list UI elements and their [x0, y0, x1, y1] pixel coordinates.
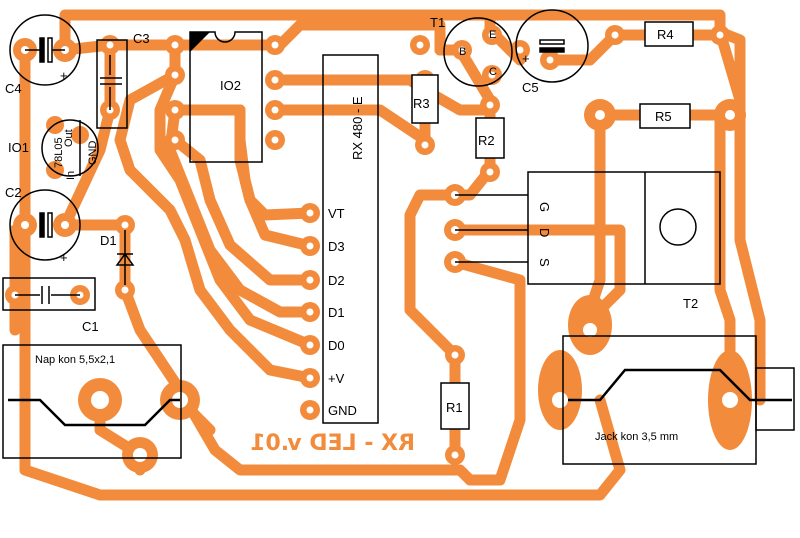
power-jack-label: Nap kon 5,5x2,1	[35, 354, 115, 366]
rx-pin-gnd: GND	[328, 403, 357, 418]
c1-label: C1	[82, 319, 99, 334]
labels: C4 C3 IO2 IO1 78L05 Out GND In C2 + + D1…	[5, 15, 698, 443]
rx-pin-labels: VT D3 D2 D1 D0 +V GND	[328, 206, 357, 418]
rx-pin-plus-v: +V	[328, 371, 345, 386]
rx-pin-d2: D2	[328, 273, 345, 288]
audio-jack-label: Jack kon 3,5 mm	[595, 431, 678, 443]
d1-label: D1	[100, 233, 117, 248]
rx-module-label: RX 480 - E	[350, 96, 365, 160]
reg-in-label: In	[65, 171, 77, 180]
rx-pin-d1: D1	[328, 305, 345, 320]
t1-c-label: C	[489, 66, 497, 78]
mosfet-s-label: S	[537, 258, 552, 267]
silkscreen	[2, 9, 795, 465]
r1-label: R1	[446, 400, 463, 415]
rx-pin-vt: VT	[328, 206, 345, 221]
mosfet-d-label: D	[537, 228, 552, 237]
rx-pin-d3: D3	[328, 239, 345, 254]
r3-label: R3	[413, 96, 430, 111]
reg-part-label: 78L05	[53, 137, 65, 168]
c2-label: C2	[5, 185, 22, 200]
t1-b-label: B	[459, 46, 466, 58]
board-title: RX - LED v.01	[250, 431, 415, 456]
c4-polarity: +	[60, 68, 68, 83]
r4-label: R4	[657, 27, 674, 42]
reg-out-label: Out	[63, 129, 75, 147]
c2-polarity: +	[60, 250, 68, 265]
t1-label: T1	[430, 15, 445, 30]
c3-label: C3	[133, 31, 150, 46]
reg-gnd-label: GND	[87, 141, 99, 166]
c4-label: C4	[5, 81, 22, 96]
rx-pin-d0: D0	[328, 338, 345, 353]
r2-label: R2	[478, 133, 495, 148]
c5-polarity: +	[522, 51, 530, 66]
t1-e-label: E	[489, 29, 496, 41]
mosfet-g-label: G	[537, 202, 552, 212]
c5-label: C5	[522, 80, 539, 95]
io1-label: IO1	[8, 140, 29, 155]
t2-label: T2	[683, 296, 698, 311]
r5-label: R5	[655, 109, 672, 124]
io2-label: IO2	[220, 78, 241, 93]
pad-holes	[11, 31, 738, 462]
